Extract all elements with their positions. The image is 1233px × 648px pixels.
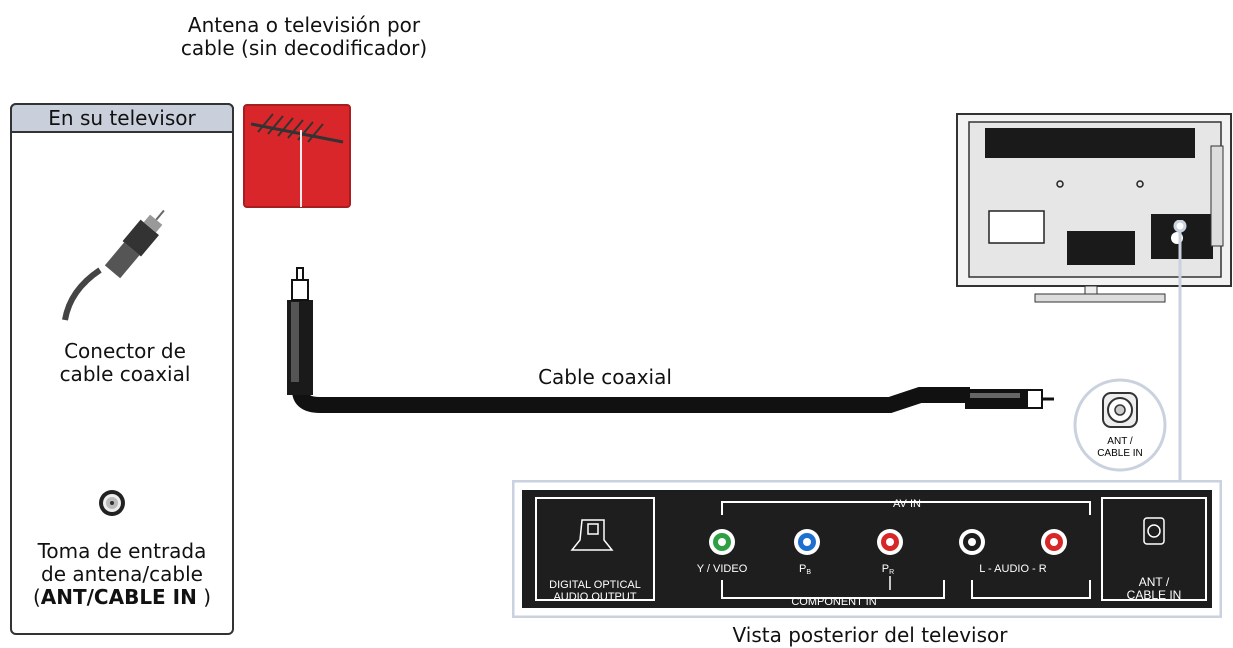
coax-jack-icon [99, 490, 125, 516]
optical-label-1: DIGITAL OPTICAL [549, 579, 641, 591]
panel-ant-label-1: ANT / [1139, 575, 1170, 589]
sidebar-header: En su televisor [10, 103, 234, 133]
antenna-icon [243, 104, 351, 208]
jack-label-line2: de antena/cable [41, 562, 203, 586]
rear-view-caption: Vista posterior del televisor [732, 623, 1008, 647]
rear-panel: DIGITAL OPTICAL AUDIO OUTPUT AV IN COMPO… [512, 480, 1222, 618]
component-in-label: COMPONENT IN [791, 596, 876, 608]
callout-line [1173, 220, 1187, 485]
svg-text:PB: PB [799, 563, 811, 576]
jack-label-open: ( [32, 585, 41, 609]
audio-label: L - AUDIO - R [979, 563, 1046, 575]
jack-label-line3: (ANT/CABLE IN ) [18, 586, 226, 609]
connector-label: Conector de cable coaxial [59, 339, 191, 386]
sidebar-panel [10, 103, 234, 635]
coaxial-connector-illustration [62, 209, 165, 321]
jack-label-close: ) [196, 585, 212, 609]
antenna-label: Antena o televisión por cable (sin decod… [180, 13, 428, 60]
pb-sub: B [806, 569, 811, 576]
port-zoom-circle: ANT / CABLE IN [1073, 378, 1167, 472]
cable-label: Cable coaxial [538, 365, 672, 389]
jack-label: Toma de entrada de antena/cable (ANT/CAB… [18, 540, 226, 609]
zoom-label-2: CABLE IN [1097, 448, 1143, 459]
jack-label-line1: Toma de entrada [37, 539, 207, 563]
jack-audio-l [959, 529, 985, 555]
optical-label-2: AUDIO OUTPUT [553, 591, 636, 603]
pr-sub: R [889, 569, 894, 576]
av-in-label: AV IN [893, 498, 921, 510]
jack-y-video [709, 529, 735, 555]
pr-label: P [882, 563, 889, 575]
pb-label: P [799, 563, 806, 575]
zoom-label-1: ANT / [1107, 436, 1133, 447]
jack-audio-r [1041, 529, 1067, 555]
jack-label-bold: ANT/CABLE IN [40, 585, 197, 609]
jack-pr [877, 529, 903, 555]
y-video-label: Y / VIDEO [697, 563, 748, 575]
coaxial-cable [287, 267, 1054, 413]
panel-ant-label-2: CABLE IN [1127, 588, 1182, 602]
jack-pb [794, 529, 820, 555]
svg-text:PR: PR [882, 563, 894, 576]
tv-back-illustration [956, 113, 1232, 303]
